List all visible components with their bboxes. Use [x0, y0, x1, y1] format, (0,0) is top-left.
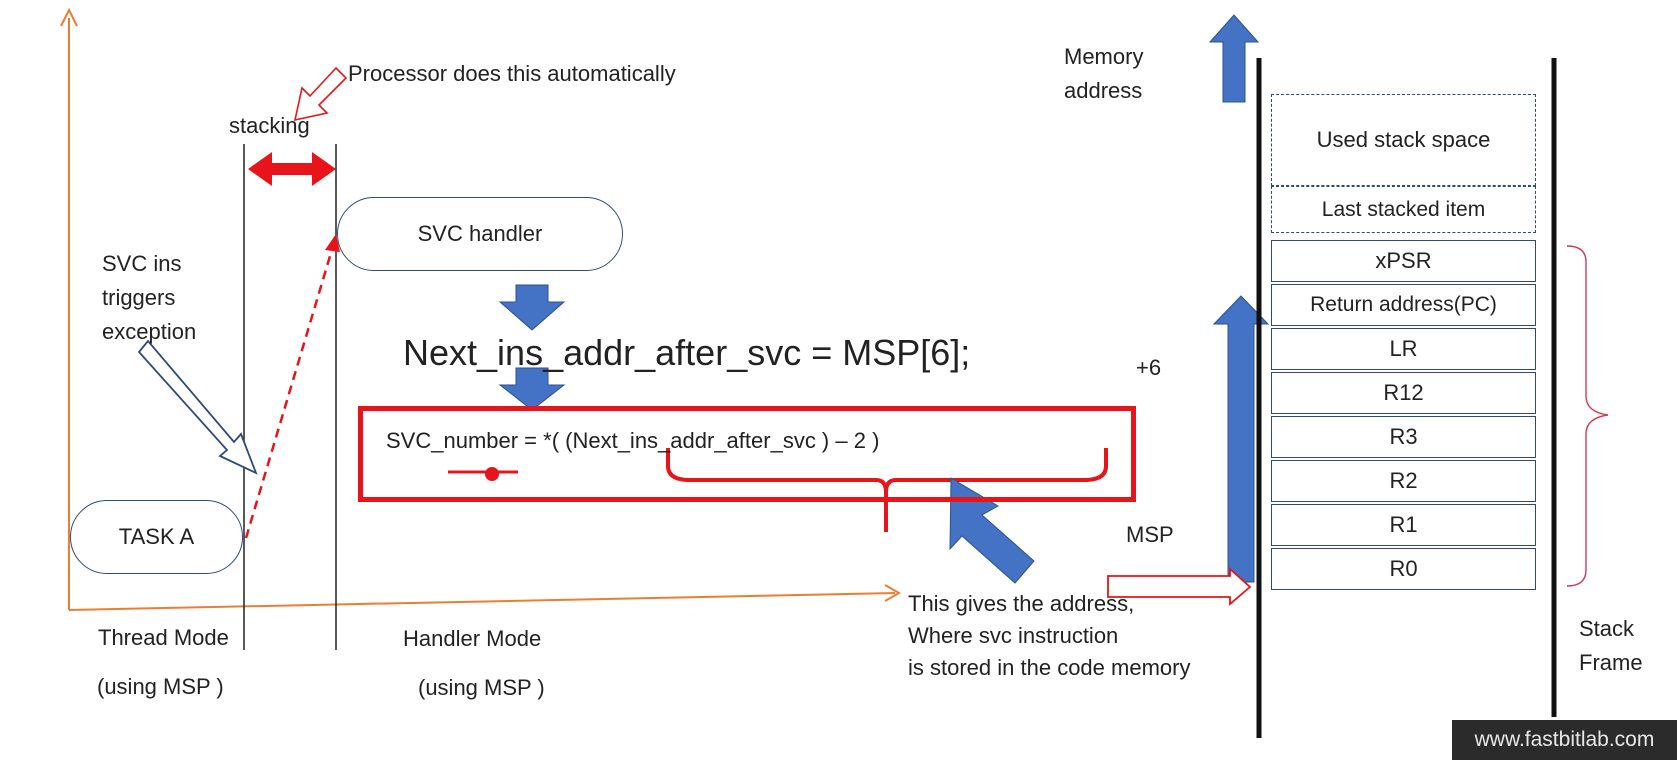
- stack-cell-r12: R12: [1271, 372, 1536, 414]
- down-arrow-1: [498, 284, 566, 331]
- address-note-line-3: is stored in the code memory: [908, 655, 1191, 680]
- last-stacked-item: Last stacked item: [1271, 186, 1536, 233]
- stack-cell-xpsr: xPSR: [1271, 240, 1536, 282]
- svc-handler-label: SVC handler: [417, 221, 543, 246]
- cursor-mark: [448, 467, 518, 481]
- stack-cell-return-address: Return address(PC): [1271, 284, 1536, 326]
- processor-note: Processor does this automatically: [348, 61, 676, 86]
- address-note-line-1: This gives the address,: [908, 591, 1135, 616]
- stack-frame-line-1: Stack: [1579, 616, 1635, 641]
- plus-six-label: +6: [1136, 355, 1162, 380]
- diagonal-blue-arrow: [949, 477, 1035, 584]
- thread-mode-label: Thread Mode: [98, 625, 229, 650]
- svc-handler-node: SVC handler: [337, 197, 623, 271]
- memory-address-label: Memory address: [1064, 40, 1143, 108]
- used-stack-space-label: Used stack space: [1316, 127, 1491, 152]
- memory-address-line-1: Memory: [1064, 44, 1144, 69]
- svc-ins-line-3: exception: [102, 319, 197, 344]
- exception-entry-arrow: [244, 234, 340, 539]
- stack-cell-r1: R1: [1271, 504, 1536, 546]
- handler-mode-sublabel: (using MSP ): [418, 675, 545, 700]
- svc-ins-line-2: triggers: [102, 285, 176, 310]
- memory-address-arrow: [1208, 14, 1260, 103]
- stack-cell-r2: R2: [1271, 460, 1536, 502]
- svc-ins-note: SVC ins triggers exception: [102, 247, 196, 349]
- svc-number-box: [358, 406, 1136, 502]
- stack-cell-r0: R0: [1271, 548, 1536, 590]
- stack-frame-line-2: Frame: [1579, 650, 1643, 675]
- last-stacked-item-label: Last stacked item: [1321, 197, 1486, 221]
- svc-trigger-arrow: [137, 339, 258, 475]
- down-arrow-2: [498, 367, 566, 411]
- stack-frame-label: Stack Frame: [1579, 612, 1643, 680]
- watermark: www.fastbitlab.com: [1452, 720, 1677, 760]
- stack-cell-lr: LR: [1271, 328, 1536, 370]
- next-ins-addr-code: Next_ins_addr_after_svc = MSP[6];: [403, 332, 971, 373]
- stacking-label: stacking: [229, 113, 310, 138]
- processor-note-arrow: [293, 66, 348, 122]
- msp-pointer-arrow: [1107, 566, 1252, 606]
- expression-brace: [666, 448, 1108, 532]
- handler-mode-label: Handler Mode: [403, 626, 542, 651]
- time-axis: [60, 7, 902, 611]
- task-a-node: TASK A: [70, 500, 243, 574]
- plus-six-arrow: [1212, 295, 1270, 583]
- msp-label: MSP: [1126, 522, 1174, 547]
- svc-ins-line-1: SVC ins: [102, 251, 182, 276]
- used-stack-space: Used stack space: [1271, 94, 1536, 186]
- thread-mode-sublabel: (using MSP ): [97, 674, 224, 699]
- stack-frame-bracket: [1566, 245, 1609, 587]
- stack-cell-r3: R3: [1271, 416, 1536, 458]
- stacking-arrow: [248, 152, 336, 186]
- address-note-line-2: Where svc instruction: [908, 623, 1119, 648]
- address-note: This gives the address, Where svc instru…: [908, 588, 1190, 684]
- memory-address-line-2: address: [1064, 78, 1143, 103]
- task-a-label: TASK A: [118, 524, 195, 549]
- svc-number-code: SVC_number = *( (Next_ins_addr_after_svc…: [386, 428, 880, 453]
